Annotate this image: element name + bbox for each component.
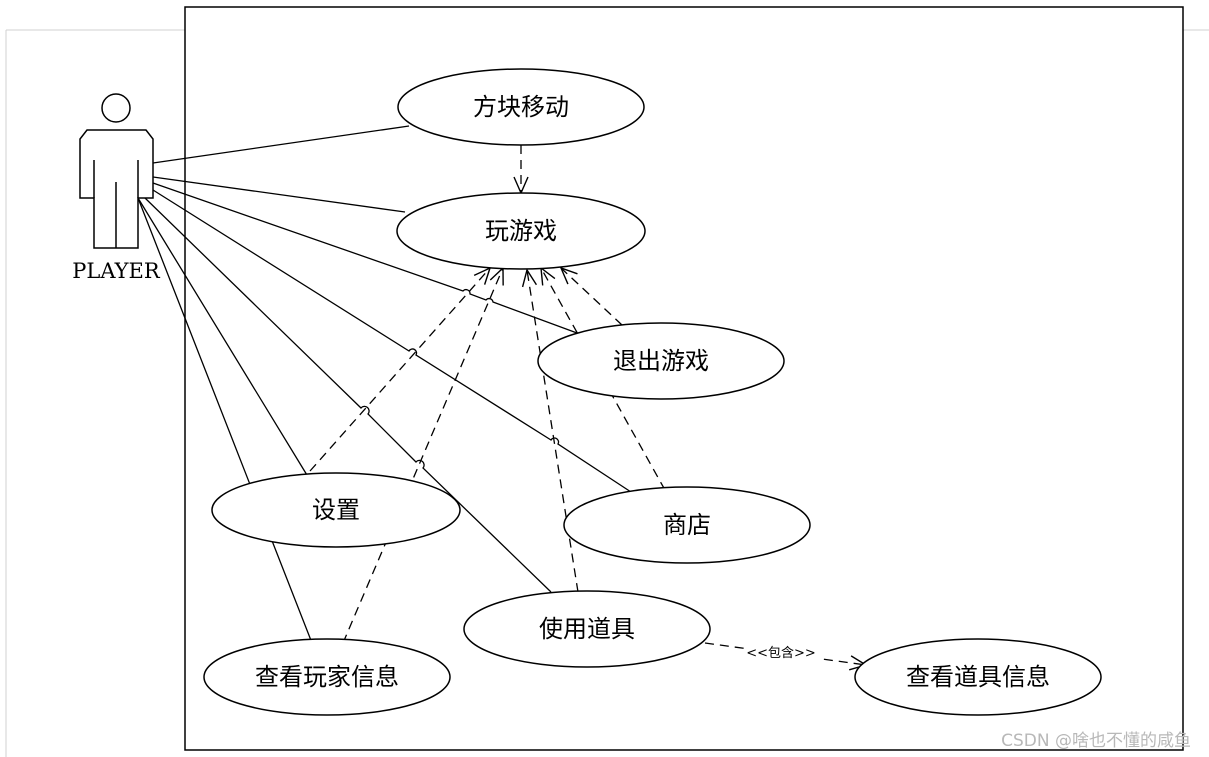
- use-case-view-item-info: [854, 638, 1102, 716]
- actor-head: [101, 93, 131, 123]
- use-case-labels: 方块移动 玩游戏 退出游戏 设置 商店 使用道具 查看玩家信息 查看道具信息: [255, 93, 1050, 691]
- dep-settings-to-play: [309, 266, 492, 472]
- use-case-move-blocks: [397, 68, 645, 146]
- dep-player-info-to-play: [342, 266, 504, 644]
- actor-player: [79, 93, 154, 249]
- assoc-play-game: [152, 176, 406, 213]
- dep-use-item-to-play: [521, 268, 579, 593]
- use-case-shop: [563, 486, 811, 564]
- use-case-view-player-info: [203, 638, 451, 716]
- use-case-shop-label: 商店: [663, 511, 711, 539]
- watermark: CSDN @啥也不懂的咸鱼: [1001, 731, 1191, 751]
- assoc-shop: [152, 189, 632, 493]
- assoc-view-player-info: [137, 197, 313, 644]
- actor-body: [79, 129, 154, 249]
- use-case-quit-game-label: 退出游戏: [613, 347, 709, 375]
- dep-quit-to-play: [559, 266, 623, 326]
- include-label: <<包含>>: [746, 645, 816, 661]
- use-cases: [203, 68, 1102, 716]
- include-label-bg: [744, 643, 818, 661]
- use-case-view-item-info-label: 查看道具信息: [906, 663, 1050, 691]
- assoc-use-item: [144, 197, 552, 593]
- use-case-settings-label: 设置: [312, 496, 360, 524]
- actor-label: PLAYER: [72, 259, 161, 283]
- use-case-play-game: [396, 192, 646, 270]
- canvas-frame: [5, 29, 1209, 757]
- use-case-quit-game: [537, 322, 785, 400]
- assoc-move-blocks: [152, 125, 410, 164]
- assoc-settings: [137, 197, 311, 481]
- use-case-play-game-label: 玩游戏: [485, 217, 557, 245]
- assoc-quit-game: [152, 182, 578, 334]
- system-boundary: [184, 6, 1184, 751]
- use-case-use-item: [463, 590, 711, 668]
- use-case-use-item-label: 使用道具: [539, 615, 635, 643]
- use-case-settings: [211, 472, 461, 548]
- use-case-move-blocks-label: 方块移动: [473, 93, 569, 121]
- use-case-view-player-info-label: 查看玩家信息: [255, 663, 399, 691]
- associations: [137, 125, 632, 644]
